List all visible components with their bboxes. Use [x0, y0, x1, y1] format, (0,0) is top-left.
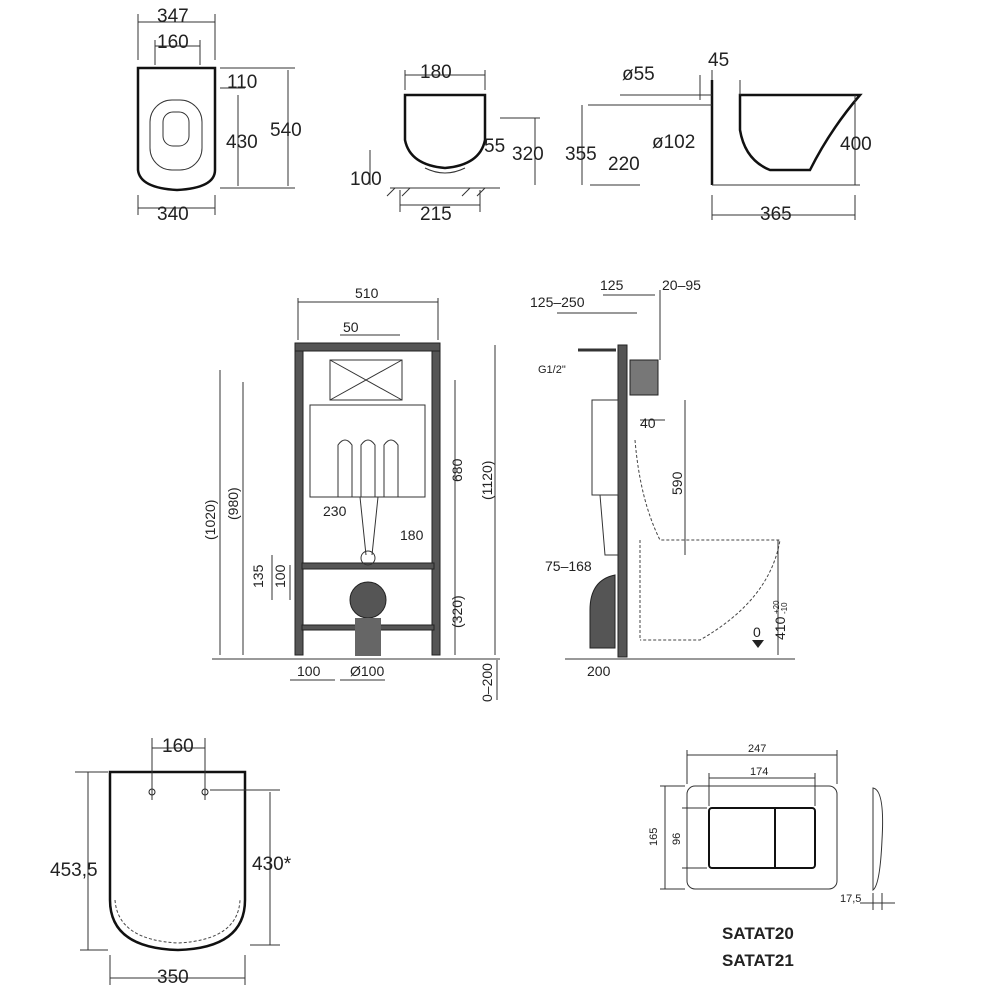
dim-980: (980): [225, 487, 241, 520]
dim-45: 45: [708, 50, 729, 71]
zero-level: 0: [753, 624, 761, 640]
plate-dim-247: 247: [748, 743, 766, 755]
bowl-top-view: 347 160 110 540 430 340: [136, 6, 302, 225]
model-satat20: SATAT20: [722, 924, 794, 943]
dim-125-250: 125–250: [530, 294, 585, 310]
dim-180-front: 180: [400, 527, 424, 543]
frame-front-view: 510 50 (1020) (980) 680 (1120) 230 180 1…: [202, 285, 500, 702]
dim-50: 50: [343, 319, 359, 335]
dim-outlet-diam: ø102: [652, 132, 695, 153]
dim-320-front: (320): [449, 595, 465, 628]
dim-0-200: 0–200: [479, 663, 495, 702]
model-satat21: SATAT21: [722, 951, 794, 970]
seat-view: 160 453,5 430* 350: [50, 736, 292, 988]
seat-dim-453-5: 453,5: [50, 860, 98, 881]
dim-430: 430: [226, 132, 258, 153]
inlet-label: G1/2": [538, 364, 566, 376]
flush-plate-view: 247 174 165 96 17,5 SATAT20 SATAT21: [648, 743, 895, 970]
bowl-rear-view: 180 55 320 100 215: [350, 62, 544, 225]
frame-side-view: 125 20–95 125–250 G1/2" 40 590 75–168 41…: [530, 277, 795, 679]
dim-40: 40: [640, 415, 656, 431]
dim-355: 355: [565, 144, 597, 165]
dim-1020: (1020): [202, 500, 218, 540]
seat-dim-160: 160: [162, 736, 194, 757]
dim-outlet-100: Ø100: [350, 663, 384, 679]
plate-dim-174: 174: [750, 766, 768, 778]
dim-220: 220: [608, 154, 640, 175]
dim-215: 215: [420, 204, 452, 225]
dim-180: 180: [420, 62, 452, 83]
dim-590: 590: [669, 471, 685, 495]
dim-340: 340: [157, 204, 189, 225]
dim-55: 55: [484, 136, 505, 157]
dim-110: 110: [227, 72, 257, 93]
dim-pipe-diam: ø55: [622, 64, 655, 85]
dim-320: 320: [512, 144, 544, 165]
plate-dim-165: 165: [648, 828, 660, 846]
dim-100-front: 100: [272, 564, 288, 588]
dim-200: 200: [587, 663, 611, 679]
seat-dim-350: 350: [157, 967, 189, 988]
dim-20-95: 20–95: [662, 277, 701, 293]
seat-dim-430: 430*: [252, 854, 292, 875]
plate-dim-17-5: 17,5: [840, 893, 861, 905]
plate-dim-96: 96: [671, 833, 683, 845]
dim-365: 365: [760, 204, 792, 225]
dim-125: 125: [600, 277, 624, 293]
dim-410: 410 +20 -10: [772, 600, 789, 640]
dim-540: 540: [270, 120, 302, 141]
dim-100: 100: [350, 169, 382, 190]
dim-foot-100: 100: [297, 663, 321, 679]
bowl-side-view: ø55 45 ø102 355 220 400 365: [565, 50, 872, 225]
tolerance-plus: +20: [772, 600, 781, 614]
dim-160: 160: [157, 32, 189, 53]
dim-400: 400: [840, 134, 872, 155]
dim-230: 230: [323, 503, 347, 519]
dim-347: 347: [157, 6, 189, 27]
dim-510: 510: [355, 285, 379, 301]
dim-135: 135: [250, 564, 266, 588]
dim-1120: (1120): [479, 461, 495, 500]
dim-410-value: 410: [772, 616, 788, 640]
dim-75-168: 75–168: [545, 558, 592, 574]
dim-680: 680: [449, 458, 465, 482]
tolerance-minus: -10: [780, 602, 789, 614]
